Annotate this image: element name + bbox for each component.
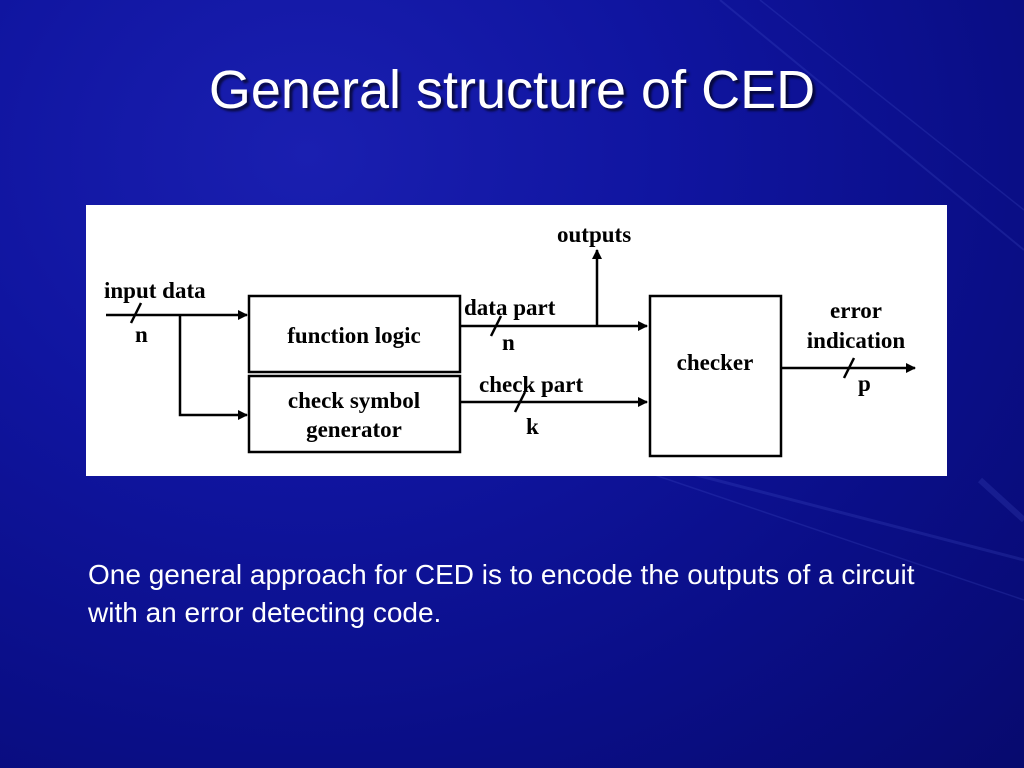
check-part-label: check part [479, 372, 583, 397]
slide-title: General structure of CED [208, 60, 816, 120]
check-symbol-generator-label-line2: generator [306, 417, 402, 442]
check-symbol-generator-label-line1: check symbol [288, 388, 420, 413]
input-data-label: input data [104, 278, 206, 303]
error-indication-label-line2: indication [807, 328, 906, 353]
function-logic-label: function logic [287, 323, 421, 348]
checker-label: checker [677, 350, 754, 375]
data-part-label: data part [464, 295, 556, 320]
outputs-label: outputs [557, 222, 631, 247]
input-data-line [106, 302, 248, 420]
ced-block-diagram: input data n function logic check symbol… [86, 205, 947, 476]
function-logic-block [247, 294, 462, 374]
error-width-label: p [858, 371, 871, 396]
checker-block [648, 294, 783, 458]
slide-body-text: One general approach for CED is to encod… [88, 559, 915, 628]
input-data-width-label: n [135, 322, 148, 347]
data-part-line [460, 249, 648, 337]
data-part-width-label: n [502, 330, 515, 355]
check-part-line [460, 391, 648, 413]
error-indication-label-line1: error [830, 298, 882, 323]
error-indication-line [781, 357, 916, 379]
check-part-width-label: k [526, 414, 539, 439]
check-symbol-generator-block [247, 374, 462, 454]
